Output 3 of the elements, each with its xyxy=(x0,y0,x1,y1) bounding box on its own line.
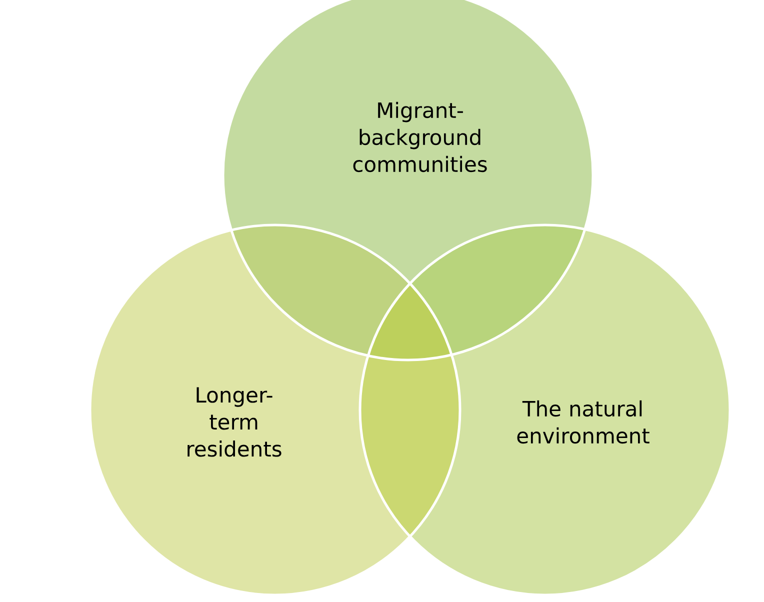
circle-label: Migrant-background communities xyxy=(353,102,487,172)
circle-label: The natural environment xyxy=(517,400,650,444)
circle-label: Longer-term residents xyxy=(188,387,282,457)
